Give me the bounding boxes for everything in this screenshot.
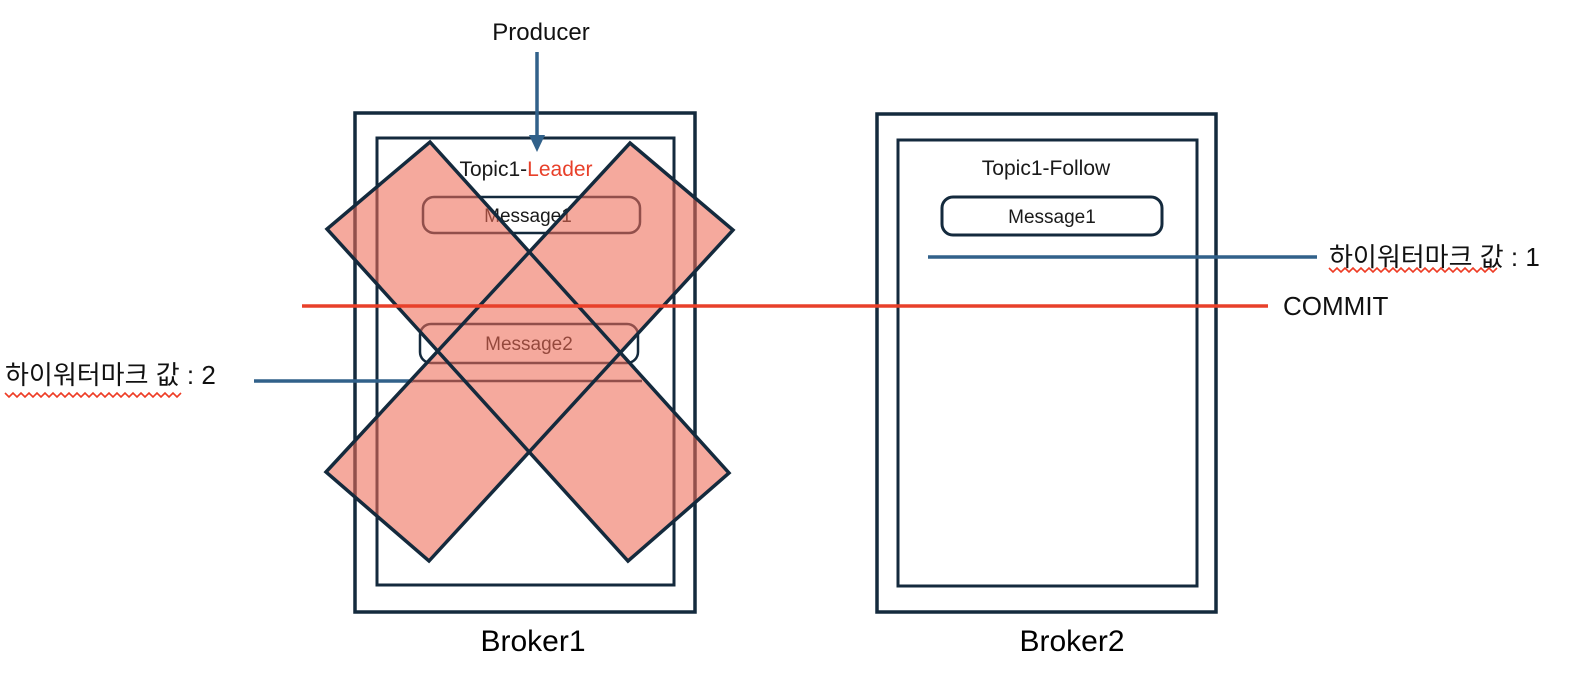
producer-label: Producer xyxy=(492,19,589,46)
producer-arrowhead-icon xyxy=(529,135,545,152)
broker1-topic-prefix: Topic1- xyxy=(459,158,527,181)
broker2-watermark-label: 하이워터마크 값 : 1 xyxy=(1329,242,1540,272)
broker1-topic-label: Topic1-Leader xyxy=(459,158,592,181)
broker1-topic-role: Leader xyxy=(527,158,592,181)
broker1-watermark-squiggle-underline xyxy=(4,391,182,399)
broker2-caption: Broker2 xyxy=(1019,625,1124,658)
broker2-topic-box xyxy=(896,138,1199,588)
broker2-outer-box xyxy=(875,112,1218,614)
broker1-watermark-label: 하이워터마크 값 : 2 xyxy=(5,360,216,390)
broker2-watermark-squiggle-underline xyxy=(1328,266,1498,274)
commit-label: COMMIT xyxy=(1283,291,1389,321)
broker1-outer-box xyxy=(353,111,697,614)
broker1-message1-label: Message1 xyxy=(484,206,572,227)
broker2-topic-label: Topic1-Follow xyxy=(982,157,1111,180)
broker1-crossout-x-shape xyxy=(323,139,736,564)
broker2-message1-label: Message1 xyxy=(1008,207,1096,228)
broker1-caption: Broker1 xyxy=(480,625,585,658)
broker2-message1-box xyxy=(940,195,1164,237)
broker1-topic-box xyxy=(375,136,676,587)
